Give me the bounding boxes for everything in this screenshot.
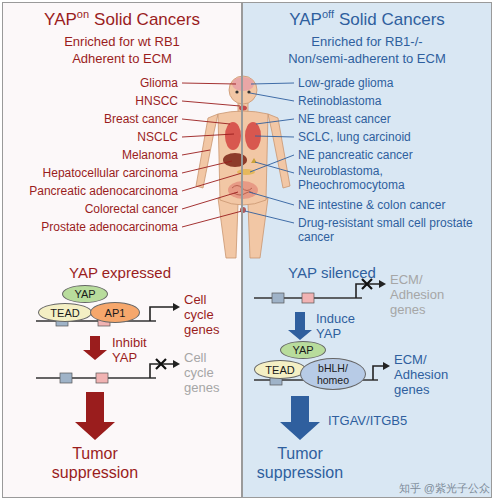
state-heading: YAP expressed <box>20 264 220 282</box>
cancer-type: NSCLC <box>10 130 178 144</box>
step-label: Induce YAP <box>316 311 376 341</box>
inhibit-arrow <box>83 336 107 360</box>
heading-superscript: off <box>322 8 334 20</box>
protein-name: AP1 <box>105 307 126 319</box>
cancer-type: NE breast cancer <box>298 112 478 126</box>
step-label: Inhibit YAP <box>112 335 172 365</box>
cancer-type: Pancreatic adenocarcinoma <box>10 184 178 198</box>
outcome: Tumor suppression <box>40 444 150 482</box>
state-heading: YAP silenced <box>262 264 402 282</box>
tead-protein: TEAD <box>254 360 306 379</box>
protein-name: bHLH/ homeo <box>313 362 353 386</box>
outcome: Tumor suppression <box>245 444 355 482</box>
cancer-type: NE pancreatic cancer <box>298 148 478 162</box>
cancer-type: SCLC, lung carcinoid <box>298 130 478 144</box>
cancer-type: Neuroblastoma, Pheochromocytoma <box>298 164 478 192</box>
yap-protein: YAP <box>280 341 326 359</box>
panel-subheading: Non/semi-adherent to ECM <box>243 50 491 67</box>
cancer-type: Glioma <box>10 76 178 90</box>
cancer-type: Drug-resistant small cell prostate cance… <box>298 216 478 244</box>
panel-heading: YAPoff Solid Cancers <box>243 10 491 30</box>
cancer-type: Retinoblastoma <box>298 94 478 108</box>
protein-name: TEAD <box>265 364 294 376</box>
cancer-type: NE intestine & colon cancer <box>298 198 478 212</box>
target-genes-off: Cell cycle genes <box>184 350 232 395</box>
heading-text: YAP <box>44 10 77 29</box>
panel-subheading: Enriched for RB1-/- <box>243 33 491 50</box>
left-panel-fill <box>2 2 242 498</box>
bhlh-homeo-protein: bHLH/ homeo <box>300 358 366 390</box>
target-genes: Cell cycle genes <box>184 292 232 337</box>
cancer-type: Prostate adenocarcinoma <box>10 220 178 234</box>
panel-heading: YAPon Solid Cancers <box>3 10 241 30</box>
tead-protein: TEAD <box>38 303 92 322</box>
target-genes-off: ECM/ Adhesion genes <box>390 272 452 317</box>
right-panel-fill <box>242 2 492 498</box>
tumor-suppression-arrow <box>75 392 115 440</box>
dna-promoter-induced <box>254 362 390 385</box>
protein-name: YAP <box>74 288 95 300</box>
dna-promoter-silenced <box>254 279 386 303</box>
cancer-type: Melanoma <box>10 148 178 162</box>
gene-names: ITGAV/ITGB5 <box>328 413 448 428</box>
leader-lines-left <box>182 83 242 227</box>
cancer-type: Low-grade glioma <box>298 76 478 90</box>
cancer-type: Hepatocellular carcinoma <box>10 166 178 180</box>
protein-name: YAP <box>292 344 313 356</box>
dna-promoter-blocked <box>36 359 180 383</box>
cancer-type: Colorectal cancer <box>10 202 178 216</box>
panel-subheading: Enriched for wt RB1 <box>3 33 241 50</box>
heading-superscript: on <box>77 8 89 20</box>
watermark: 知乎 @紫光子公众 <box>388 482 490 495</box>
heading-text: YAP <box>289 10 322 29</box>
target-genes: ECM/ Adhesion genes <box>394 352 456 397</box>
yap-on-panel: YAPonSolid CancersEnriched for wt RB1Adh… <box>2 2 242 498</box>
yap-protein: YAP <box>62 285 108 303</box>
ap1-protein: AP1 <box>90 302 140 323</box>
integrin-arrow <box>280 396 320 440</box>
heading-text: Solid Cancers <box>94 10 200 29</box>
induce-arrow <box>288 312 312 340</box>
protein-name: TEAD <box>50 307 79 319</box>
cancer-type: Breast cancer <box>10 112 178 126</box>
cancer-type: HNSCC <box>10 94 178 108</box>
leader-lines-right <box>245 83 294 223</box>
dna-promoter-active <box>36 303 180 326</box>
panel-subheading: Adherent to ECM <box>3 50 241 67</box>
heading-text: Solid Cancers <box>339 10 445 29</box>
